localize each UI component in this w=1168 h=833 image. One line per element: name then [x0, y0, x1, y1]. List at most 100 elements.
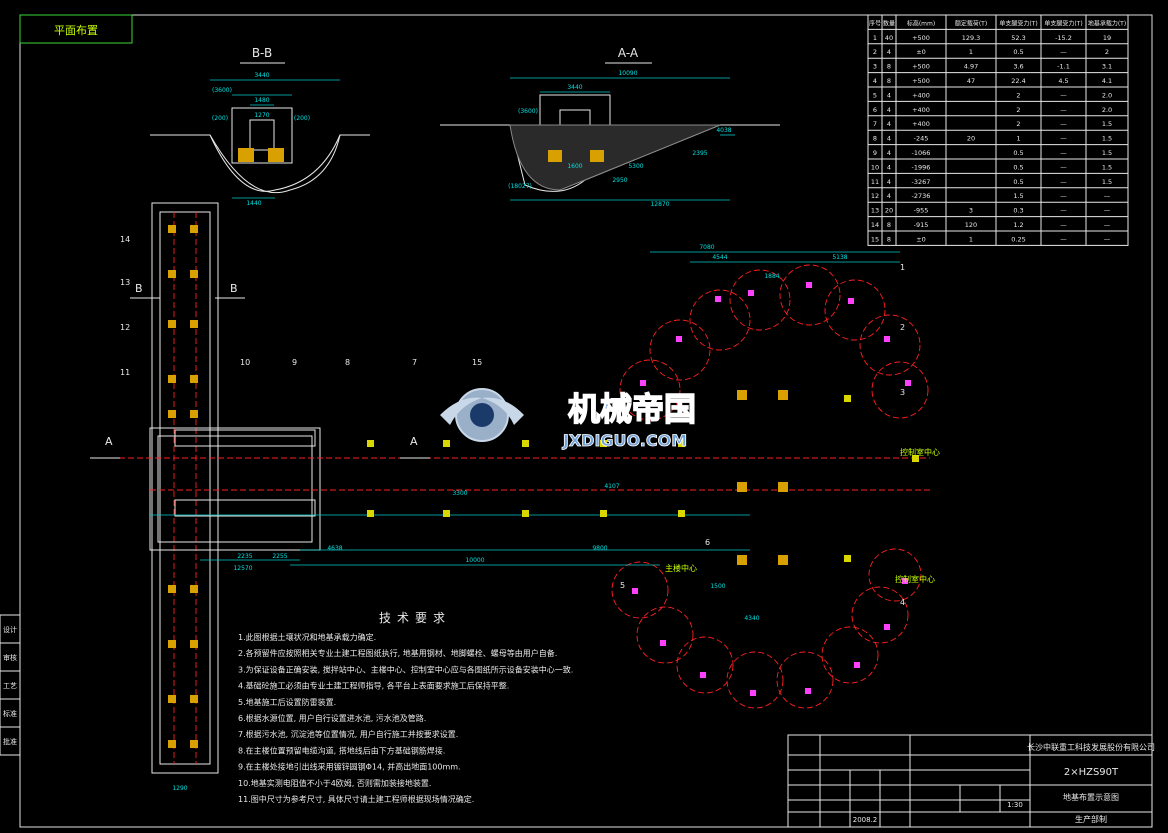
callout-label: 6: [705, 538, 710, 547]
table-cell: -1066: [912, 149, 931, 157]
svg-text:1270: 1270: [254, 112, 269, 119]
tech-requirement-item: 7.根据污水池, 沉淀池等位置情况, 用户自行施工并按要求设置.: [238, 729, 458, 739]
table-cell: 19: [1103, 34, 1111, 42]
table-cell: —: [1060, 192, 1067, 200]
table-cell: 8: [873, 135, 877, 143]
section-bb: B-B 3440 (3600) 1480 (200) (200) 1270 14…: [150, 46, 370, 207]
table-cell: 8: [887, 235, 891, 243]
table-cell: 0.5: [1013, 149, 1023, 157]
svg-text:10090: 10090: [618, 70, 637, 77]
svg-text:标准: 标准: [3, 709, 17, 718]
table-header: 序号: [869, 19, 881, 27]
title-box-text: 平面布置: [54, 24, 98, 37]
callout-label: 7: [412, 358, 417, 367]
table-cell: 1.5: [1102, 149, 1112, 157]
table-cell: 20: [967, 135, 975, 143]
bin-pad: [190, 740, 198, 748]
table-cell: 4: [887, 120, 891, 128]
table-header: 单支腿受力(T): [1044, 19, 1082, 27]
table-cell: 40: [885, 34, 893, 42]
callout-label: 2: [900, 323, 905, 332]
aa-label: A-A: [618, 46, 639, 60]
table-cell: 1.5: [1102, 135, 1112, 143]
table-header: 单支腿受力(T): [999, 19, 1037, 27]
table-cell: +400: [912, 106, 930, 114]
table-cell: —: [1104, 235, 1111, 243]
table-cell: 2: [1016, 106, 1020, 114]
table-cell: 2: [873, 48, 877, 56]
table-cell: 1.2: [1013, 221, 1023, 229]
callout-label: 11: [120, 368, 130, 377]
watermark: 机械帝国 JXDIGUO.COM: [440, 388, 697, 450]
table-cell: —: [1060, 48, 1067, 56]
table-cell: —: [1060, 135, 1067, 143]
watermark-cn: 机械帝国: [568, 390, 696, 428]
tech-requirement-item: 2.各预留件应按照相关专业土建工程图纸执行, 地基用钢材、地脚螺栓、螺母等由用户…: [238, 648, 557, 658]
table-header: 地基承载力(T): [1088, 19, 1126, 27]
table-cell: 14: [871, 221, 879, 229]
svg-text:批准: 批准: [3, 737, 17, 746]
table-cell: 0.3: [1013, 207, 1023, 215]
tech-requirement-item: 1.此图根据土壤状况和地基承载力确定.: [238, 632, 376, 642]
svg-text:5138: 5138: [832, 254, 847, 261]
svg-text:(3600): (3600): [212, 87, 232, 94]
table-header: 数量: [883, 19, 895, 27]
table-cell: 4.1: [1102, 77, 1112, 85]
svg-text:3440: 3440: [567, 84, 582, 91]
callout-label: 4: [900, 598, 905, 607]
table-cell: —: [1060, 106, 1067, 114]
table-cell: 1: [969, 235, 973, 243]
tech-requirement-item: 6.根据水源位置, 用户自行设置进水池, 污水池及管路.: [238, 713, 426, 723]
table-cell: ±0: [916, 48, 926, 56]
table-cell: 2.0: [1102, 106, 1112, 114]
table-cell: 1.5: [1013, 192, 1023, 200]
table-cell: -1996: [912, 163, 931, 171]
table-cell: -15.2: [1055, 34, 1072, 42]
table-cell: 1: [969, 48, 973, 56]
control-center-label-2: 控制室中心: [895, 574, 935, 584]
svg-text:1480: 1480: [254, 97, 269, 104]
table-cell: -245: [914, 135, 929, 143]
table-cell: 13: [871, 207, 879, 215]
table-cell: —: [1060, 163, 1067, 171]
table-cell: 10: [871, 163, 879, 171]
table-cell: +500: [912, 34, 930, 42]
drawing-name: 地基布置示意图: [1063, 792, 1119, 802]
svg-text:1440: 1440: [246, 200, 261, 207]
section-b-left: B: [135, 282, 143, 295]
table-cell: 0.5: [1013, 163, 1023, 171]
svg-text:(200): (200): [212, 115, 228, 122]
table-cell: 4: [887, 178, 891, 186]
table-cell: 4: [887, 106, 891, 114]
svg-text:2950: 2950: [612, 177, 627, 184]
table-cell: 4: [887, 149, 891, 157]
table-cell: 4: [873, 77, 877, 85]
svg-text:1500: 1500: [710, 583, 725, 590]
svg-text:10000: 10000: [465, 557, 484, 564]
bin-pad: [168, 585, 176, 593]
table-cell: 5: [873, 91, 877, 99]
svg-text:7080: 7080: [699, 244, 714, 251]
table-cell: 1: [1016, 135, 1020, 143]
table-cell: 4: [887, 91, 891, 99]
bin-pad: [168, 695, 176, 703]
table-cell: 0.5: [1013, 178, 1023, 186]
table-cell: —: [1060, 207, 1067, 215]
table-cell: +500: [912, 63, 930, 71]
callout-label: 10: [240, 358, 250, 367]
table-cell: 4.5: [1058, 77, 1068, 85]
table-cell: 1.5: [1102, 178, 1112, 186]
table-cell: 4: [887, 48, 891, 56]
tech-requirement-item: 3.为保证设备正确安装, 搅拌站中心、主楼中心、控制室中心应与各图纸所示设备安装…: [238, 664, 573, 674]
section-b-right: B: [230, 282, 238, 295]
callout-label: 13: [120, 278, 130, 287]
company-name: 长沙中联重工科技发展股份有限公司: [1027, 742, 1155, 752]
svg-text:(200): (200): [294, 115, 310, 122]
table-cell: 1: [873, 34, 877, 42]
table-cell: -915: [914, 221, 929, 229]
table-cell: 0.25: [1011, 235, 1025, 243]
table-cell: 8: [887, 221, 891, 229]
svg-text:12570: 12570: [233, 565, 252, 572]
svg-text:1884: 1884: [764, 273, 779, 280]
tech-requirement-item: 11.图中尺寸为参考尺寸, 具体尺寸请土建工程师根据现场情况确定.: [238, 794, 474, 804]
